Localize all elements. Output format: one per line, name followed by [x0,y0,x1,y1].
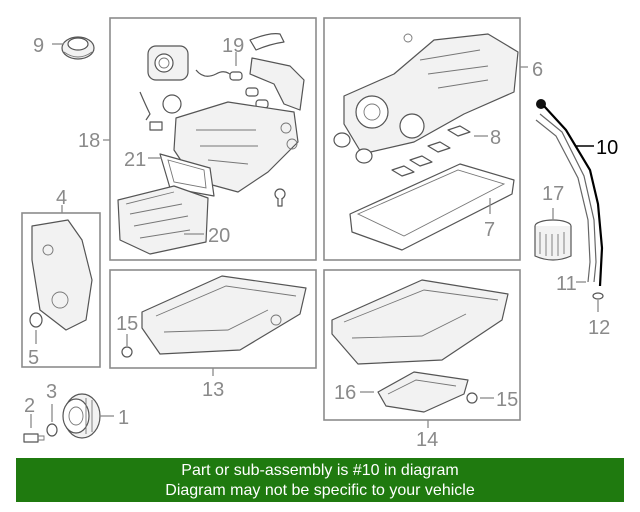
callout-15a: 15 [116,313,138,335]
washer-3[interactable] [46,423,58,437]
oil-pan-assembly[interactable] [331,279,509,365]
callout-17: 17 [542,183,564,205]
oil-cooler-20[interactable] [117,185,209,255]
seal-rings[interactable] [333,132,373,164]
callout-7: 7 [484,219,495,241]
intake-tube[interactable] [195,33,285,79]
throttle-body[interactable] [147,45,189,81]
gasket-21[interactable] [159,153,215,197]
callout-13: 13 [202,379,224,401]
callout-6: 6 [532,59,543,81]
callout-3: 3 [46,381,57,403]
lower-oil-pan-16[interactable] [377,371,469,413]
callout-1: 1 [118,407,129,429]
valve-cover[interactable] [343,33,519,155]
timing-cover[interactable] [31,219,93,331]
drain-plug-15a[interactable] [121,346,133,358]
drain-plug-15b[interactable] [466,392,478,404]
o-ring-12[interactable] [592,292,604,300]
callout-15b: 15 [496,389,518,411]
sensor-bracket[interactable] [139,91,182,131]
callout-20: 20 [208,225,230,247]
oil-filter-17[interactable] [534,219,572,261]
callout-14: 14 [416,429,438,451]
footer-line-2: Diagram may not be specific to your vehi… [165,482,475,499]
callout-9: 9 [33,35,44,57]
dipstick-tube-11[interactable] [535,113,597,283]
callout-2: 2 [24,395,35,417]
vehicle-disclaimer-banner: Part or sub-assembly is #10 in diagram D… [16,458,624,502]
valve-cover-gasket-7[interactable] [349,163,515,251]
callout-16: 16 [334,382,356,404]
callout-8: 8 [490,127,501,149]
spark-plug-seals-8[interactable] [391,125,471,177]
callout-4: 4 [56,187,67,209]
callout-5: 5 [28,347,39,369]
callout-18: 18 [78,130,100,152]
callout-11: 11 [556,273,577,295]
upper-oil-pan[interactable] [141,275,307,355]
oil-filler-cap[interactable] [61,36,95,60]
callout-19: 19 [222,35,244,57]
dipstick-10[interactable] [536,99,604,287]
crank-pulley-1[interactable] [62,393,101,439]
seal-5[interactable] [29,312,43,328]
callout-12: 12 [588,317,610,339]
bolt-2[interactable] [23,433,45,443]
callout-21: 21 [124,149,146,171]
bolt[interactable] [274,188,286,207]
callout-10: 10 [596,137,618,159]
footer-line-1: Part or sub-assembly is #10 in diagram [181,462,459,479]
heat-shield[interactable] [249,57,305,111]
